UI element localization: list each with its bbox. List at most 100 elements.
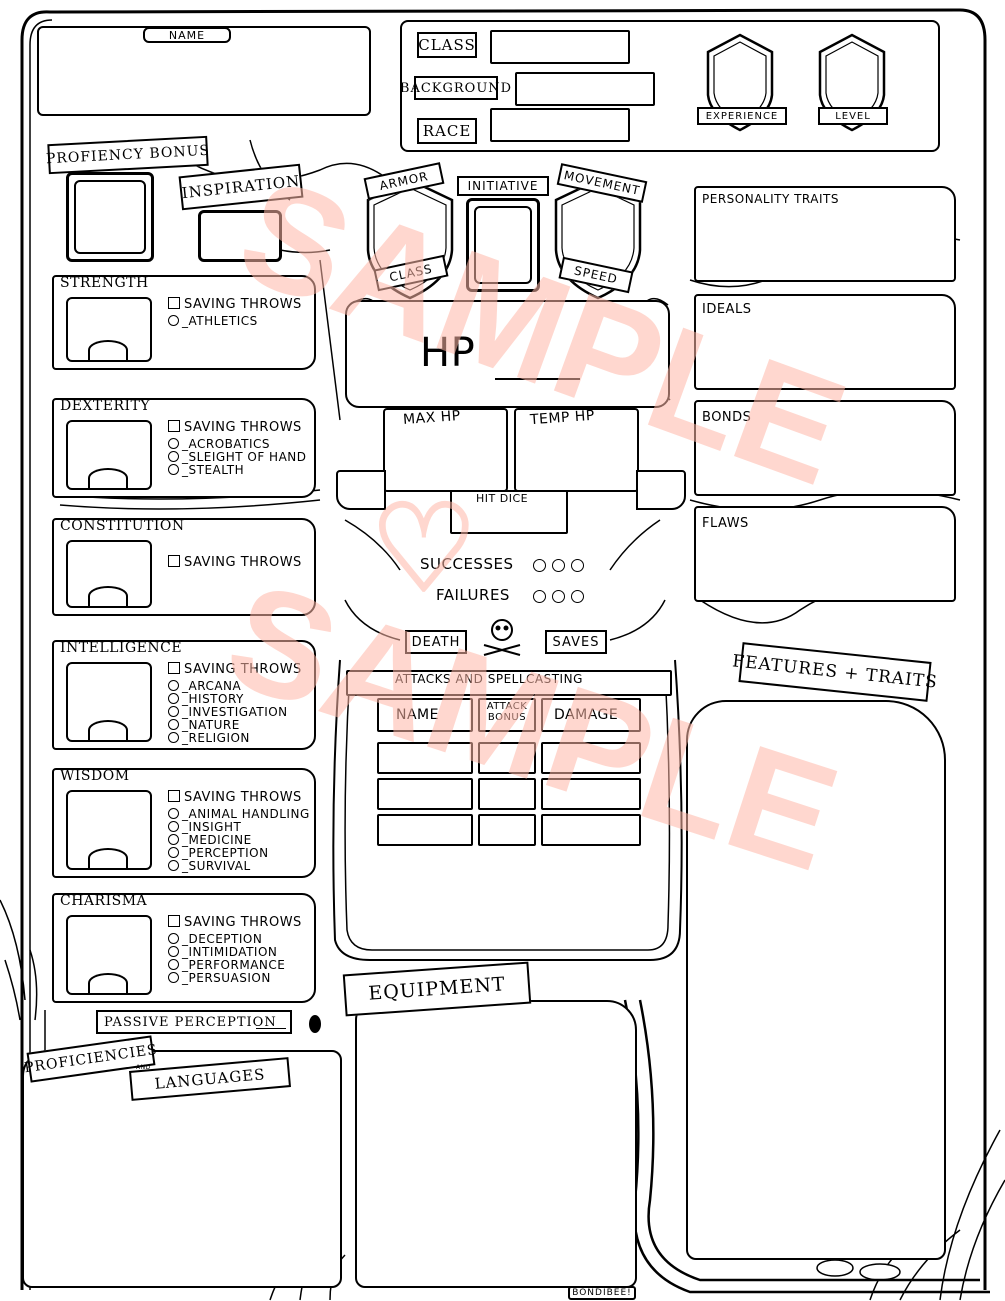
skill-proficiency-checkbox[interactable] bbox=[168, 972, 179, 983]
ability-score-field[interactable] bbox=[66, 540, 152, 608]
skill-row: _ACROBATICS bbox=[168, 438, 307, 451]
flaws-field[interactable] bbox=[694, 506, 956, 602]
saving-throw-checkbox[interactable] bbox=[168, 555, 180, 567]
max-hp-field[interactable] bbox=[383, 408, 508, 492]
failure-checkbox[interactable] bbox=[533, 590, 546, 603]
saving-throw-checkbox[interactable] bbox=[168, 790, 180, 802]
inspiration-field[interactable] bbox=[198, 210, 282, 262]
skill-proficiency-checkbox[interactable] bbox=[168, 315, 179, 326]
ability-name: STRENGTH bbox=[60, 275, 149, 291]
skill-row: _SURVIVAL bbox=[168, 860, 310, 873]
skill-modifier-field[interactable]: _ bbox=[182, 450, 189, 464]
class-field[interactable] bbox=[490, 30, 630, 64]
bonds-field[interactable] bbox=[694, 400, 956, 496]
passive-perception-field[interactable] bbox=[256, 1028, 286, 1029]
hp-label: HP bbox=[420, 330, 476, 376]
skill-modifier-field[interactable]: _ bbox=[182, 820, 189, 834]
temp-hp-field[interactable] bbox=[514, 408, 639, 492]
saving-throw-checkbox[interactable] bbox=[168, 662, 180, 674]
hit-dice-label: HIT DICE bbox=[476, 492, 529, 505]
skill-proficiency-checkbox[interactable] bbox=[168, 946, 179, 957]
saving-throw-checkbox[interactable] bbox=[168, 420, 180, 432]
attacks-col-bonus bbox=[478, 698, 536, 732]
class-label: CLASS bbox=[417, 32, 477, 58]
ideals-field[interactable] bbox=[694, 294, 956, 390]
attack-name-field[interactable] bbox=[377, 778, 473, 810]
personality-traits-field[interactable] bbox=[694, 186, 956, 282]
saving-throw-checkbox[interactable] bbox=[168, 297, 180, 309]
skill-proficiency-checkbox[interactable] bbox=[168, 847, 179, 858]
proficiency-field[interactable] bbox=[66, 172, 154, 262]
skill-proficiency-checkbox[interactable] bbox=[168, 821, 179, 832]
skill-proficiency-checkbox[interactable] bbox=[168, 933, 179, 944]
skill-modifier-field[interactable]: _ bbox=[182, 679, 189, 693]
success-checkbox[interactable] bbox=[571, 559, 584, 572]
ability-score-field[interactable] bbox=[66, 420, 152, 490]
initiative-field[interactable] bbox=[466, 198, 540, 292]
skill-proficiency-checkbox[interactable] bbox=[168, 732, 179, 743]
saving-throw-label: SAVING THROWS bbox=[184, 420, 302, 435]
skill-proficiency-checkbox[interactable] bbox=[168, 808, 179, 819]
skill-proficiency-checkbox[interactable] bbox=[168, 438, 179, 449]
skill-proficiency-checkbox[interactable] bbox=[168, 680, 179, 691]
ability-score-field[interactable] bbox=[66, 790, 152, 870]
skill-modifier-field[interactable]: _ bbox=[182, 833, 189, 847]
skill-modifier-field[interactable]: _ bbox=[182, 463, 189, 477]
attack-bonus-field[interactable] bbox=[478, 742, 536, 774]
skill-label: SURVIVAL bbox=[188, 859, 251, 873]
skill-modifier-field[interactable]: _ bbox=[182, 437, 189, 451]
skill-proficiency-checkbox[interactable] bbox=[168, 451, 179, 462]
success-checkbox[interactable] bbox=[533, 559, 546, 572]
success-checkbox[interactable] bbox=[552, 559, 565, 572]
ability-score-field[interactable] bbox=[66, 662, 152, 742]
skill-modifier-field[interactable]: _ bbox=[182, 846, 189, 860]
skill-modifier-field[interactable]: _ bbox=[182, 958, 189, 972]
proficiency-frame bbox=[74, 180, 146, 254]
skill-modifier-field[interactable]: _ bbox=[182, 314, 189, 328]
saving-throw-label: SAVING THROWS bbox=[184, 297, 302, 312]
background-field[interactable] bbox=[515, 72, 655, 106]
saving-throw-label: SAVING THROWS bbox=[184, 790, 302, 805]
skill-proficiency-checkbox[interactable] bbox=[168, 693, 179, 704]
skill-modifier-field[interactable]: _ bbox=[182, 932, 189, 946]
saves-label: SAVES bbox=[545, 630, 607, 654]
failure-checkbox[interactable] bbox=[571, 590, 584, 603]
skill-proficiency-checkbox[interactable] bbox=[168, 834, 179, 845]
skill-proficiency-checkbox[interactable] bbox=[168, 464, 179, 475]
equipment-field[interactable] bbox=[355, 1000, 637, 1288]
skill-proficiency-checkbox[interactable] bbox=[168, 959, 179, 970]
skill-modifier-field[interactable]: _ bbox=[182, 718, 189, 732]
hp-panel[interactable] bbox=[345, 300, 670, 408]
attack-bonus-field[interactable] bbox=[478, 814, 536, 846]
attack-damage-field[interactable] bbox=[541, 814, 641, 846]
ability-score-field[interactable] bbox=[66, 297, 152, 362]
skill-label: ATHLETICS bbox=[188, 314, 258, 328]
skill-modifier-field[interactable]: _ bbox=[182, 859, 189, 873]
initiative-label: INITIATIVE bbox=[457, 176, 549, 196]
ability-score-field[interactable] bbox=[66, 915, 152, 995]
skill-proficiency-checkbox[interactable] bbox=[168, 860, 179, 871]
attack-name-field[interactable] bbox=[377, 742, 473, 774]
skill-modifier-field[interactable]: _ bbox=[182, 945, 189, 959]
skill-label: ARCANA bbox=[188, 679, 242, 693]
skill-list: SAVING THROWS_ARCANA_HISTORY_INVESTIGATI… bbox=[168, 662, 302, 745]
skill-modifier-field[interactable]: _ bbox=[182, 705, 189, 719]
failure-checkbox[interactable] bbox=[552, 590, 565, 603]
saving-throw-checkbox[interactable] bbox=[168, 915, 180, 927]
features-traits-field[interactable] bbox=[686, 700, 946, 1260]
attack-damage-field[interactable] bbox=[541, 778, 641, 810]
skill-proficiency-checkbox[interactable] bbox=[168, 719, 179, 730]
attack-name-field[interactable] bbox=[377, 814, 473, 846]
skill-modifier-field[interactable]: _ bbox=[182, 692, 189, 706]
saving-throw-label: SAVING THROWS bbox=[184, 915, 302, 930]
attack-bonus-field[interactable] bbox=[478, 778, 536, 810]
skill-proficiency-checkbox[interactable] bbox=[168, 706, 179, 717]
skill-modifier-field[interactable]: _ bbox=[182, 731, 189, 745]
skill-label: PERCEPTION bbox=[188, 846, 269, 860]
skill-modifier-field[interactable]: _ bbox=[182, 807, 189, 821]
hit-dice-field[interactable] bbox=[450, 490, 568, 534]
race-field[interactable] bbox=[490, 108, 630, 142]
attacks-col-name bbox=[377, 698, 473, 732]
attack-damage-field[interactable] bbox=[541, 742, 641, 774]
skill-modifier-field[interactable]: _ bbox=[182, 971, 189, 985]
